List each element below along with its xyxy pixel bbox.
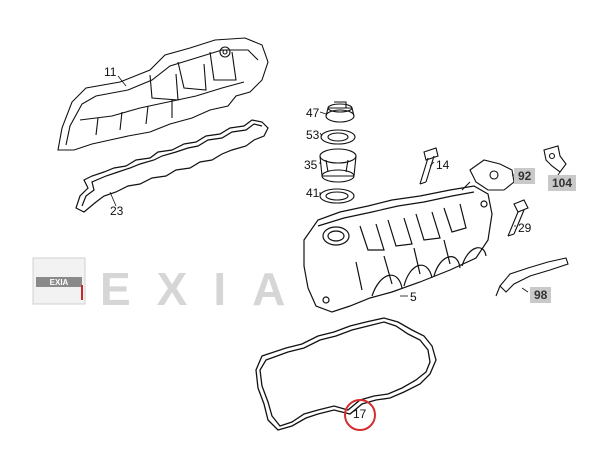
- part-104-bracket: [543, 145, 567, 173]
- part-47-cap: [325, 101, 355, 123]
- callout-5: 5: [410, 290, 417, 304]
- part-5-head-cover: [303, 185, 493, 313]
- svg-text:EXIA: EXIA: [50, 278, 69, 287]
- part-98-strap: [495, 257, 569, 297]
- part-35-filler: [319, 148, 357, 183]
- callout-47: 47: [306, 106, 320, 120]
- part-11-cover: [57, 37, 269, 151]
- callout-23: 23: [110, 204, 124, 218]
- watermark-logo: EXIA: [32, 257, 86, 305]
- callout-17: 17: [353, 407, 367, 421]
- callout-53: 53: [306, 128, 320, 142]
- callout-11: 11: [104, 65, 117, 79]
- part-29-bolt: [507, 199, 529, 237]
- callout-41: 41: [306, 186, 320, 200]
- part-23-gasket: [75, 119, 269, 213]
- callout-35: 35: [304, 158, 318, 172]
- watermark-text: EXIA: [100, 263, 312, 315]
- part-53-seal: [320, 129, 356, 145]
- tag-104: 104: [548, 175, 577, 191]
- callout-14: 14: [436, 158, 450, 172]
- part-41-ring: [319, 188, 355, 204]
- tag-98: 98: [530, 287, 552, 303]
- part-92-bracket: [461, 159, 515, 191]
- highlight-ring: [344, 399, 376, 431]
- part-17-gasket: [255, 317, 437, 431]
- tag-92: 92: [514, 168, 536, 184]
- callout-29: 29: [518, 221, 532, 235]
- part-14-bolt: [419, 147, 439, 185]
